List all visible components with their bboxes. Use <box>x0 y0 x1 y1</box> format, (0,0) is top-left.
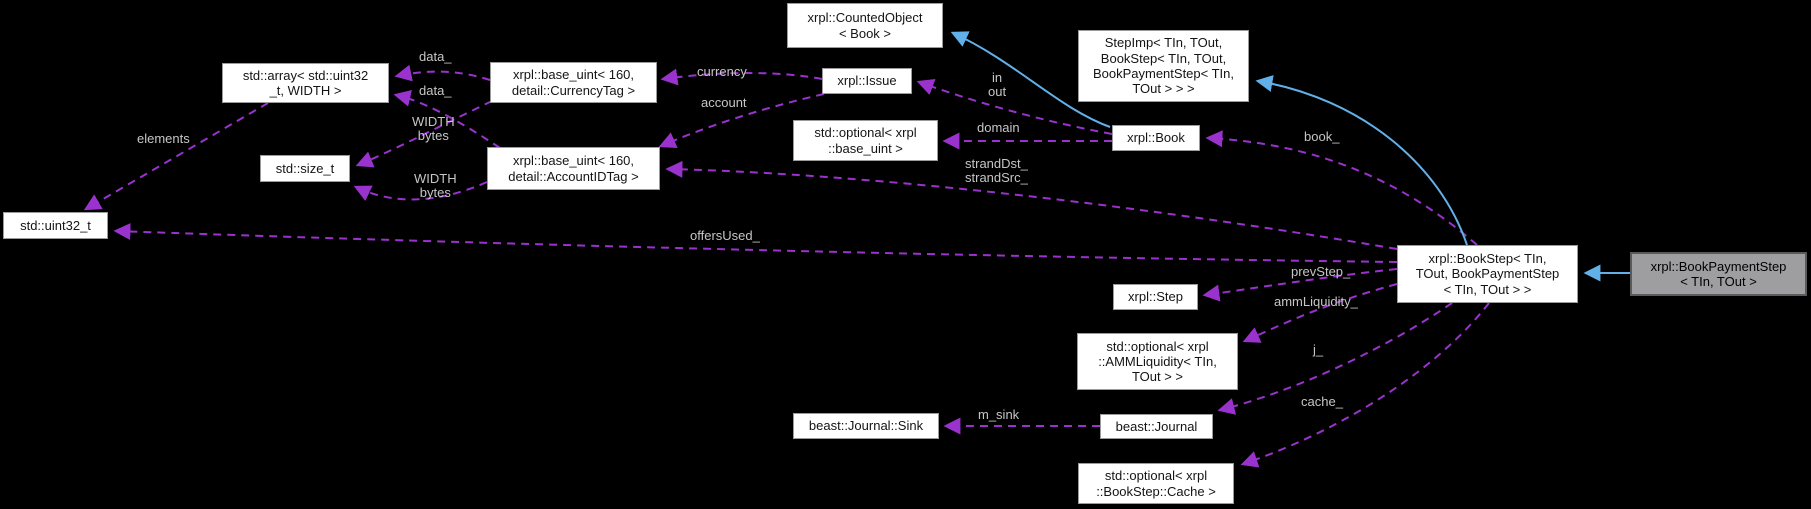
edge-label-elements: elements <box>137 131 190 146</box>
edge-label-width-bytes2: WIDTH bytes <box>414 171 457 201</box>
edge-label-domain: domain <box>977 120 1020 135</box>
node-journal[interactable]: beast::Journal <box>1100 414 1213 439</box>
edge-label-in-out: in out <box>988 70 1007 100</box>
edge-label-amm-liquidity: ammLiquidity_ <box>1274 294 1358 309</box>
edge-label-width-bytes1: WIDTH bytes <box>412 114 455 144</box>
node-step[interactable]: xrpl::Step <box>1113 284 1198 310</box>
node-base-uint-currency[interactable]: xrpl::base_uint< 160, detail::CurrencyTa… <box>490 62 657 103</box>
edge-label-book: book_ <box>1304 129 1340 144</box>
edge-label-data2: data_ <box>419 83 452 98</box>
edge-label-data1: data_ <box>419 49 452 64</box>
edge-bookstep-inherits-stepimp <box>1255 75 1468 246</box>
node-counted-object[interactable]: xrpl::CountedObject < Book > <box>787 3 943 48</box>
edge-label-account: account <box>701 95 747 110</box>
edge-label-j: j_ <box>1313 342 1324 357</box>
edge-label-currency: currency <box>697 64 747 79</box>
node-optional-cache[interactable]: std::optional< xrpl ::BookStep::Cache > <box>1078 463 1234 504</box>
edge-elements <box>83 102 269 211</box>
node-uint32-t[interactable]: std::uint32_t <box>3 212 108 239</box>
edge-label-prev-step: prevStep_ <box>1291 264 1351 279</box>
edge-label-cache: cache_ <box>1301 394 1343 409</box>
node-book[interactable]: xrpl::Book <box>1112 125 1200 151</box>
node-bookpaymentstep[interactable]: xrpl::BookPaymentStep < TIn, TOut > <box>1630 252 1807 296</box>
edge-strand <box>665 160 1398 250</box>
edge-book <box>1205 130 1478 246</box>
node-optional-amm[interactable]: std::optional< xrpl ::AMMLiquidity< TIn,… <box>1077 333 1238 390</box>
node-std-array[interactable]: std::array< std::uint32 _t, WIDTH > <box>222 63 389 103</box>
edge-cache <box>1240 302 1490 468</box>
node-issue[interactable]: xrpl::Issue <box>822 68 912 94</box>
edge-amm-liquidity <box>1242 283 1398 343</box>
edge-data1 <box>394 64 491 82</box>
edge-label-strand: strandDst_ strandSrc_ <box>965 156 1028 186</box>
node-optional-base-uint[interactable]: std::optional< xrpl ::base_uint > <box>793 120 938 161</box>
node-journal-sink[interactable]: beast::Journal::Sink <box>793 413 939 439</box>
node-size-t[interactable]: std::size_t <box>260 155 350 182</box>
node-bookstep[interactable]: xrpl::BookStep< TIn, TOut, BookPaymentSt… <box>1397 245 1578 303</box>
node-stepimp[interactable]: StepImp< TIn, TOut, BookStep< TIn, TOut,… <box>1078 30 1249 102</box>
edge-label-m-sink: m_sink <box>978 407 1020 422</box>
edge-label-offers-used: offersUsed_ <box>690 228 760 243</box>
node-base-uint-account[interactable]: xrpl::base_uint< 160, detail::AccountIDT… <box>487 147 660 190</box>
